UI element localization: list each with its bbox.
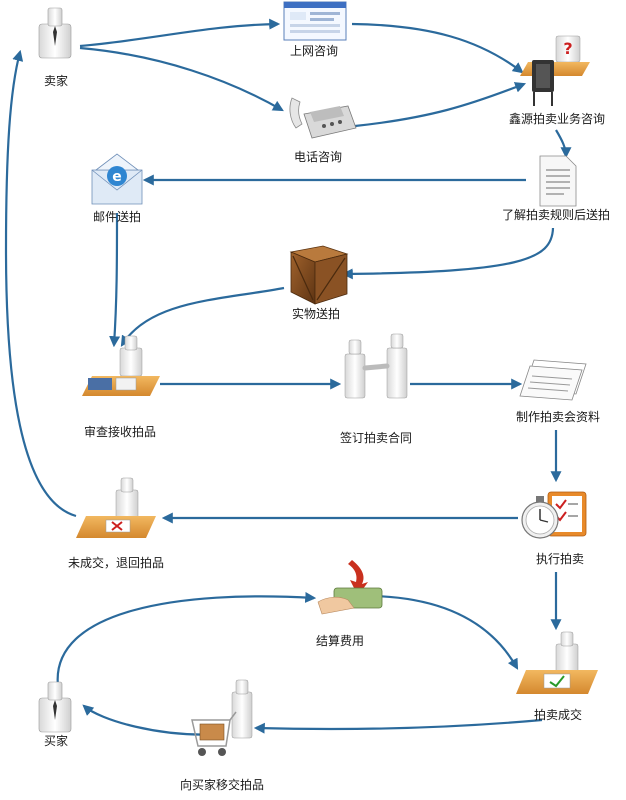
consult-desk-icon: ? [520, 35, 590, 106]
sign-contract-label: 签订拍卖合同 [339, 431, 413, 445]
shopping-cart-person-icon [191, 679, 253, 756]
mail-send-label: 邮件送拍 [92, 210, 142, 224]
buyer-person-icon [38, 681, 72, 733]
money-hand-icon [317, 560, 383, 615]
stopwatch-clipboard-icon [521, 491, 587, 539]
physical-send-label: 实物送拍 [291, 307, 341, 321]
review-receive-label: 审查接收拍品 [83, 425, 157, 439]
arrow-buyer-to-settle [56, 591, 317, 687]
arrow-phone-to-consult [354, 82, 527, 128]
arrow-rules-to-physical [341, 227, 555, 280]
browser-window-icon [283, 1, 347, 41]
make-materials-label: 制作拍卖会资料 [515, 410, 601, 424]
telephone-icon [289, 97, 357, 139]
arrow-consult-to-rules [555, 129, 572, 159]
transfer-to-buyer-label: 向买家移交拍品 [179, 778, 265, 792]
unsold-desk-icon [76, 477, 156, 538]
svg-text:e: e [112, 169, 122, 185]
arrow-deal-to-transfer [253, 718, 543, 734]
arrow-seller-to-web [79, 18, 281, 48]
deal-done-label: 拍卖成交 [533, 708, 583, 722]
arrow-unsold-to-seller [4, 49, 77, 518]
document-icon [539, 155, 577, 207]
arrow-seller-to-phone [79, 46, 284, 112]
arrow-web-to-consult [351, 22, 524, 74]
execute-auction-label: 执行拍卖 [535, 552, 585, 566]
mail-envelope-icon: e [91, 153, 143, 205]
seller-label: 卖家 [43, 74, 69, 88]
papers-stack-icon [519, 359, 587, 401]
seller-person-icon [38, 7, 72, 59]
unsold-return-label: 未成交，退回拍品 [67, 556, 165, 570]
arrow-settle-to-deal [373, 594, 519, 670]
deal-desk-icon [516, 631, 598, 694]
review-desk-icon [82, 335, 160, 396]
wooden-crate-icon [289, 245, 349, 305]
settle-fees-label: 结算费用 [315, 634, 365, 648]
web-inquiry-label: 上网咨询 [289, 44, 339, 58]
phone-inquiry-label: 电话咨询 [293, 150, 343, 164]
arrow-mail-to-review [109, 212, 121, 348]
buyer-label: 买家 [43, 734, 69, 748]
understand-rules-label: 了解拍卖规则后送拍 [501, 208, 611, 222]
arrow-physical-to-review [120, 286, 285, 347]
xinyuan-consult-label: 鑫源拍卖业务咨询 [508, 112, 606, 126]
flow-arrows [4, 18, 572, 736]
handshake-people-icon [344, 333, 408, 399]
svg-text:?: ? [563, 39, 572, 58]
